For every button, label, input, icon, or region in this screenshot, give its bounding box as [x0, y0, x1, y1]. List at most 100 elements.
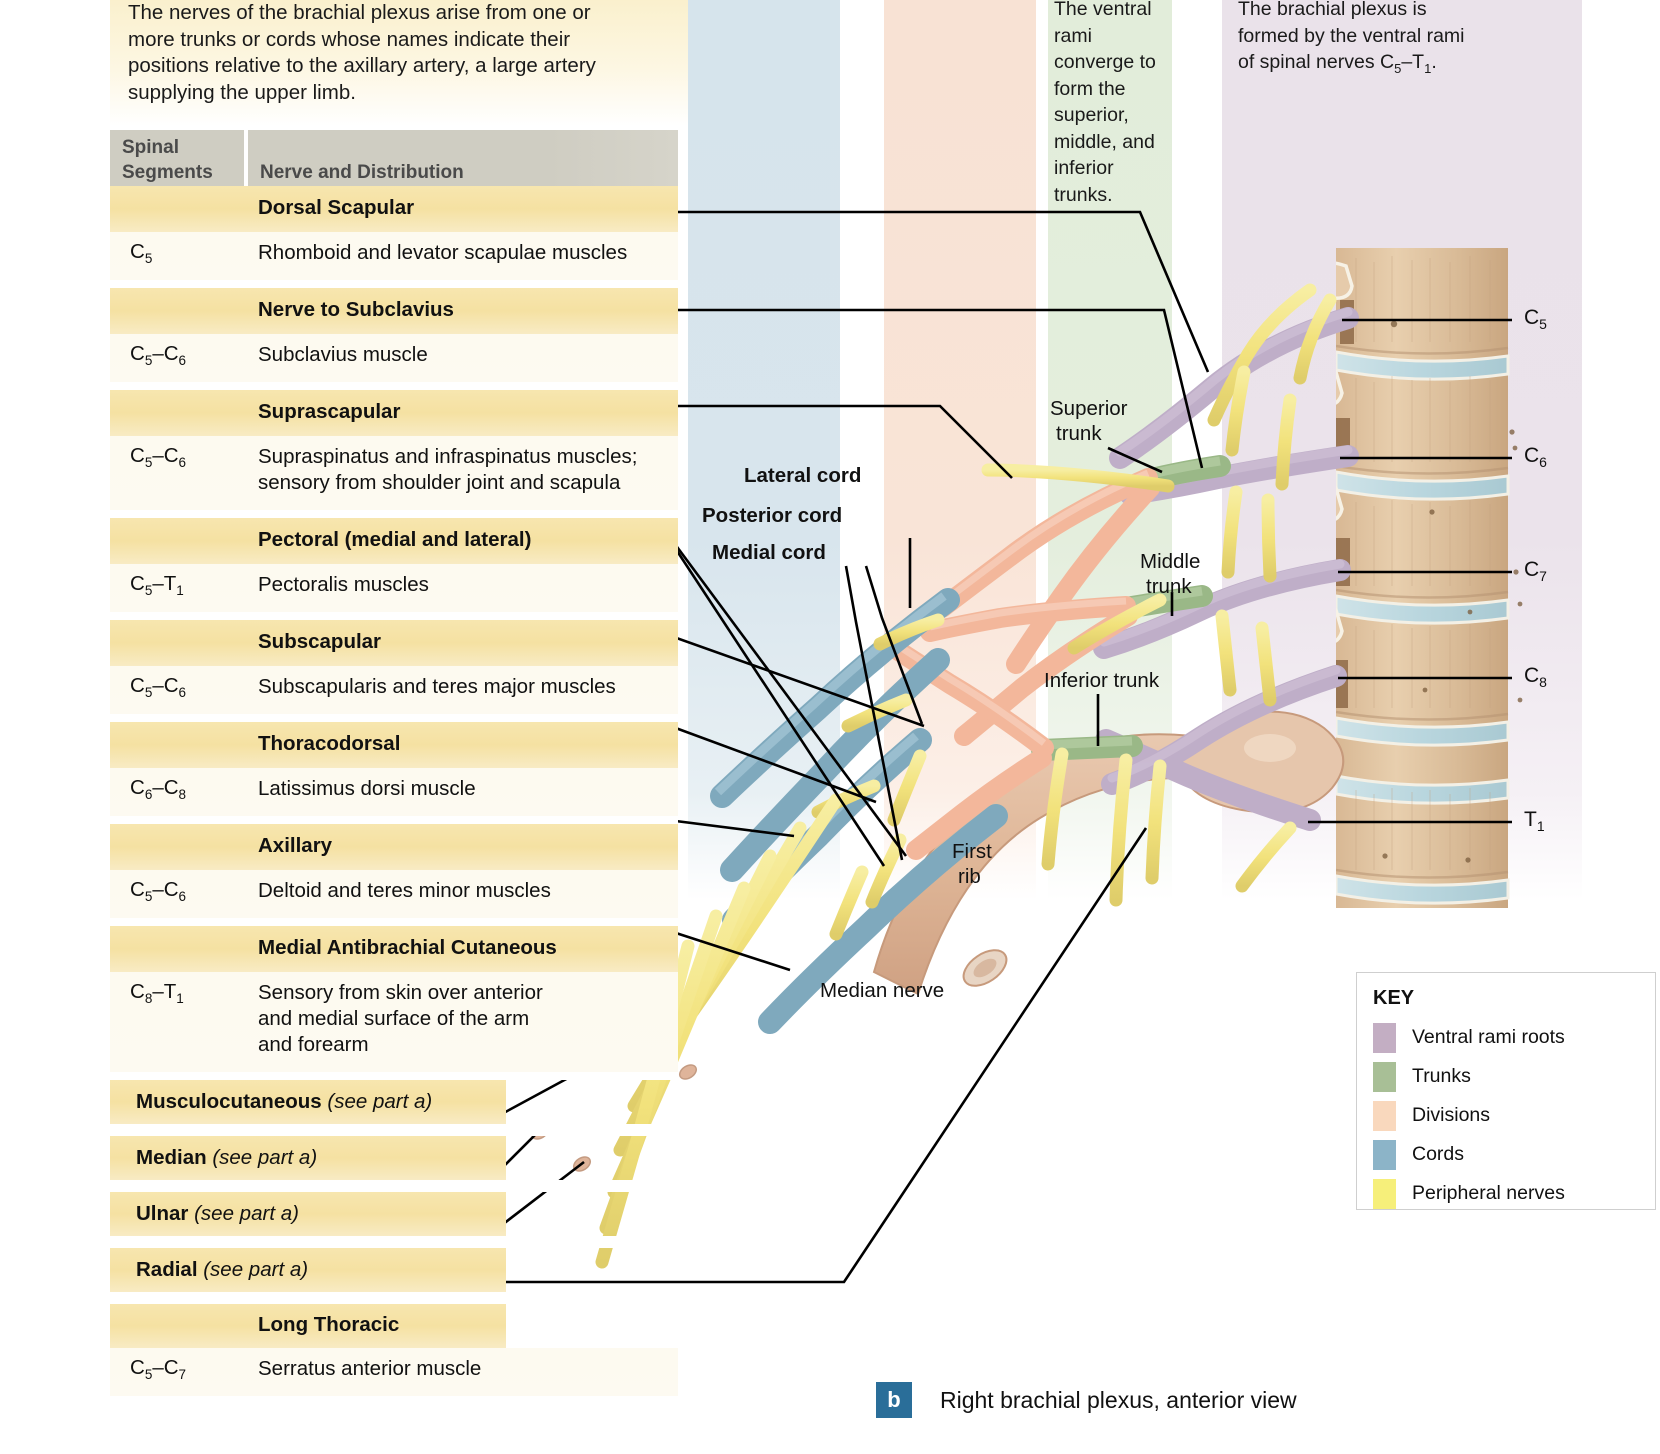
table-row-name-dorsal-scapular: Dorsal Scapular	[110, 186, 678, 232]
key-label-ventral-rami-roots: Ventral rami roots	[1412, 1026, 1565, 1048]
caption-text: Right brachial plexus, anterior view	[940, 1386, 1297, 1413]
table-row-desc-thoracodorsal: C6–C8 Latissimus dorsi muscle	[110, 768, 678, 816]
nerve-name: Axillary	[258, 834, 333, 857]
key-label-divisions: Divisions	[1412, 1104, 1491, 1126]
nerve-name: Radial	[136, 1258, 198, 1281]
nerve-name-note: (see part a)	[194, 1202, 299, 1225]
note-plexus: The brachial plexus is formed by the ven…	[1238, 0, 1470, 82]
table-header-row: Spinal Segments Nerve and Distribution	[110, 130, 678, 186]
key-label-peripheral-nerves: Peripheral nerves	[1412, 1182, 1565, 1204]
key-legend: KEY Ventral rami roots Trunks Divisions …	[1356, 972, 1656, 1210]
label-posterior-cord: Posterior cord	[702, 504, 843, 527]
row-gap	[110, 1292, 678, 1304]
nerve-name: Thoracodorsal	[258, 732, 401, 755]
table-row-name-axillary: Axillary	[110, 824, 678, 870]
key-swatch-ventral-rami-roots	[1373, 1022, 1396, 1053]
key-label-cords: Cords	[1412, 1143, 1465, 1165]
nerve-name-wrap: Radial (see part a)	[136, 1258, 308, 1282]
table-row-name-musculocutaneous: Musculocutaneous (see part a)	[110, 1080, 506, 1124]
table-header-nerve-distribution: Nerve and Distribution	[248, 130, 678, 186]
note-plexus-text: The brachial plexus is formed by the ven…	[1238, 0, 1465, 73]
nerve-name-wrap: Ulnar (see part a)	[136, 1202, 299, 1226]
table-row-desc-long-thoracic: C5–C7 Serratus anterior muscle	[110, 1348, 678, 1396]
nerve-description: Rhomboid and levator scapulae muscles	[258, 241, 628, 264]
note-plexus-sub1: 5	[1394, 60, 1402, 76]
spinal-segments: C5–C6	[130, 342, 187, 369]
table-row-name-nerve-to-subclavius: Nerve to Subclavius	[110, 288, 678, 334]
nerve-name: Subscapular	[258, 630, 382, 653]
key-swatch-trunks	[1373, 1061, 1396, 1092]
row-gap	[110, 510, 678, 518]
table-row-name-ulnar: Ulnar (see part a)	[110, 1192, 506, 1236]
vertebra-label-c8: C8	[1524, 664, 1547, 691]
spinal-segments: C5–C6	[130, 444, 187, 471]
intro-text: The nerves of the brachial plexus arise …	[128, 1, 596, 104]
key-row-divisions: Divisions	[1373, 1096, 1655, 1135]
nerve-name-wrap: Musculocutaneous (see part a)	[136, 1090, 432, 1114]
table-row-name-medial-antibrachial-cutaneous: Medial Antibrachial Cutaneous	[110, 926, 678, 972]
row-gap	[110, 1236, 678, 1248]
nerve-description: Sensory from skin over anterior and medi…	[258, 981, 543, 1056]
nerve-description: Pectoralis muscles	[258, 573, 429, 596]
caption-badge: b	[876, 1382, 912, 1418]
key-row-peripheral-nerves: Peripheral nerves	[1373, 1174, 1655, 1213]
label-median-nerve: Median nerve	[820, 979, 945, 1002]
key-row-trunks: Trunks	[1373, 1057, 1655, 1096]
nerve-description: Serratus anterior muscle	[258, 1357, 482, 1380]
nerve-name-note: (see part a)	[327, 1090, 433, 1113]
spinal-segments: C8–T1	[130, 980, 184, 1007]
vertebra-label-c7: C7	[1524, 558, 1547, 585]
key-swatch-divisions	[1373, 1100, 1396, 1131]
table-row-desc-medial-antibrachial-cutaneous: C8–T1 Sensory from skin over anterior an…	[110, 972, 678, 1072]
label-middle-trunk-line2: trunk	[1146, 575, 1192, 598]
table-row-desc-suprascapular: C5–C6 Supraspinatus and infraspinatus mu…	[110, 436, 678, 510]
note-trunks: The ventral rami converge to form the su…	[1054, 0, 1156, 206]
vertebra-label-t1: T1	[1524, 808, 1545, 835]
label-superior-trunk-line1: Superior	[1050, 397, 1128, 420]
row-gap	[110, 1180, 678, 1192]
nerve-name: Dorsal Scapular	[258, 196, 415, 219]
label-middle-trunk-line1: Middle	[1140, 550, 1201, 573]
nerve-name: Median	[136, 1146, 207, 1169]
table-row-name-radial: Radial (see part a)	[110, 1248, 506, 1292]
nerve-name-wrap: Median (see part a)	[136, 1146, 317, 1170]
table-row-desc-pectoral: C5–T1 Pectoralis muscles	[110, 564, 678, 612]
nerve-description: Latissimus dorsi muscle	[258, 777, 476, 800]
table-row-name-pectoral: Pectoral (medial and lateral)	[110, 518, 678, 564]
nerve-name: Pectoral (medial and lateral)	[258, 528, 532, 551]
key-swatch-cords	[1373, 1139, 1396, 1170]
key-swatch-peripheral-nerves	[1373, 1178, 1396, 1209]
vertebra-label-c5: C5	[1524, 306, 1547, 333]
key-row-ventral-rami-roots: Ventral rami roots	[1373, 1018, 1655, 1057]
row-gap	[110, 1072, 678, 1080]
spinal-segments: C6–C8	[130, 776, 187, 803]
nerve-name: Long Thoracic	[258, 1313, 400, 1336]
row-gap	[110, 918, 678, 926]
band-divisions	[884, 0, 1036, 900]
nerve-name: Medial Antibrachial Cutaneous	[258, 936, 557, 959]
nerve-name: Ulnar	[136, 1202, 189, 1225]
note-plexus-end: .	[1431, 51, 1437, 73]
label-first-rib-line2: rib	[958, 865, 981, 888]
nerve-distribution-table: Spinal Segments Nerve and Distribution D…	[110, 130, 678, 1396]
nerve-description: Subscapularis and teres major muscles	[258, 675, 616, 698]
label-first-rib-line1: First	[952, 840, 992, 863]
spinal-segments: C5–T1	[130, 572, 184, 599]
nerve-name: Musculocutaneous	[136, 1090, 322, 1113]
label-lateral-cord: Lateral cord	[744, 464, 862, 487]
key-title: KEY	[1373, 987, 1415, 1009]
intro-panel-background	[110, 0, 688, 126]
row-gap	[110, 816, 678, 824]
header-spinal-line1: Spinal	[122, 137, 180, 158]
row-gap	[110, 714, 678, 722]
label-medial-cord: Medial cord	[712, 541, 826, 564]
note-plexus-sub2: 1	[1424, 60, 1432, 76]
note-plexus-mid: –T	[1401, 51, 1425, 73]
table-row-name-suprascapular: Suprascapular	[110, 390, 678, 436]
table-row-desc-nerve-to-subclavius: C5–C6 Subclavius muscle	[110, 334, 678, 382]
key-label-trunks: Trunks	[1412, 1065, 1471, 1087]
table-row-desc-dorsal-scapular: C5 Rhomboid and levator scapulae muscles	[110, 232, 678, 280]
nerve-description: Subclavius muscle	[258, 343, 428, 366]
table-row-name-long-thoracic: Long Thoracic	[110, 1304, 506, 1348]
